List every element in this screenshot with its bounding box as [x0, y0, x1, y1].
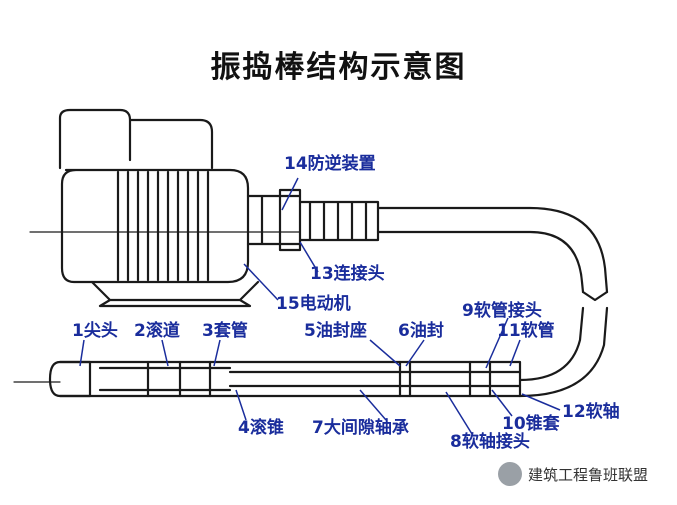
label-10: 10锥套: [502, 414, 560, 434]
label-5: 5油封座: [304, 321, 367, 341]
label-2: 2滚道: [134, 321, 180, 341]
motor-fins: [116, 170, 210, 282]
watermark: 建筑工程鲁班联盟: [498, 462, 648, 486]
label-7: 7大间隙轴承: [312, 418, 409, 438]
label-6: 6油封: [398, 321, 444, 341]
label-13: 13连接头: [310, 264, 385, 284]
connector: [298, 200, 380, 242]
hose-break: [581, 290, 609, 302]
rod-tip: [58, 360, 92, 398]
coupling: [246, 188, 302, 252]
motor-base: [90, 280, 260, 308]
label-12: 12软轴: [562, 402, 620, 422]
label-15: 15电动机: [276, 294, 351, 314]
label-14: 14防逆装置: [284, 154, 376, 174]
label-8: 8软轴接头: [450, 432, 530, 452]
rod-inner: [98, 360, 522, 398]
diagram-title: 振捣棒结构示意图: [210, 50, 467, 85]
label-1: 1尖头: [72, 321, 118, 341]
watermark-text: 建筑工程鲁班联盟: [528, 465, 649, 484]
label-9: 9软管接头: [462, 301, 542, 321]
label-11: 11软管: [497, 321, 555, 341]
wechat-icon: [498, 462, 522, 486]
label-4: 4滚锥: [238, 418, 284, 438]
motor-body: [60, 168, 250, 284]
hose-lower: [518, 306, 609, 398]
pointers: [79, 177, 561, 435]
label-3: 3套管: [202, 321, 248, 341]
motor-handle: [58, 108, 214, 170]
hose-upper: [376, 206, 609, 294]
